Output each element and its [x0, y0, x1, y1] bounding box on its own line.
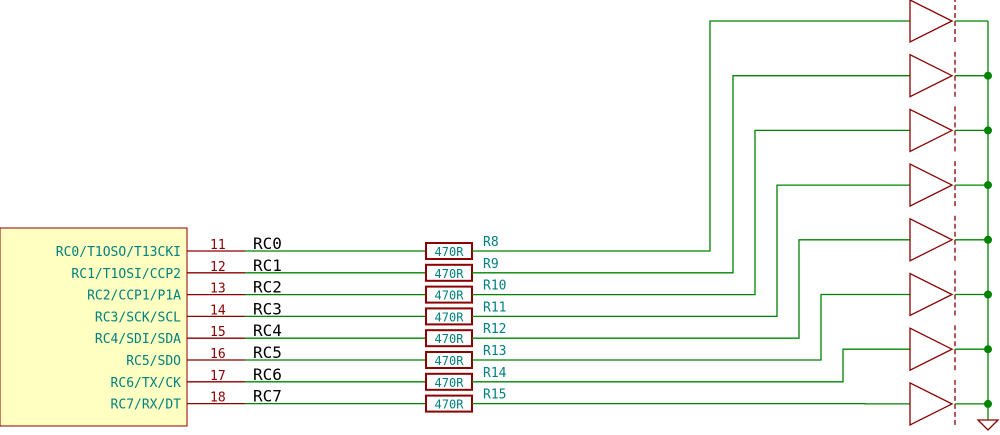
wire-segment: [472, 293, 910, 361]
net-label: RC5: [253, 343, 282, 362]
wire-segment: [472, 20, 910, 252]
led-diode: [909, 0, 988, 45]
resistor-ref-label: R8: [483, 235, 499, 250]
led-diode: [909, 51, 992, 100]
ic-body: [0, 227, 188, 427]
pin-number-label: 13: [210, 282, 226, 297]
wire-segment: [472, 75, 910, 274]
pin-name-label: RC5/SDO: [126, 354, 181, 369]
led-diode: [909, 379, 992, 428]
pin-row: RC6/TX/CK 17 RC6 470R R14: [111, 348, 910, 391]
pin-number-label: 17: [210, 369, 226, 384]
ground-symbol: [976, 404, 1000, 431]
net-label: RC1: [253, 256, 282, 275]
pin-name-label: RC0/T1OSO/T13CKI: [56, 245, 181, 260]
pin-number-label: 16: [210, 347, 226, 362]
pin-row: RC5/SDO 16 RC5 470R R13: [126, 293, 910, 369]
led-diode: [909, 325, 992, 374]
resistor-ref-label: R12: [483, 322, 506, 337]
pin-row: RC3/SCK/SCL 14 RC3 470R R11: [95, 184, 910, 326]
diode-triangle: [909, 0, 954, 44]
led-diode: [909, 161, 992, 210]
resistor-value-label: 470R: [435, 332, 465, 346]
pin-number-label: 11: [210, 238, 226, 253]
pin-row: RC7/RX/DT 18 RC7 470R R15: [111, 387, 910, 413]
diode-triangle: [909, 217, 954, 262]
resistor-value-label: 470R: [435, 354, 465, 368]
pin-name-label: RC4/SDI/SDA: [95, 332, 181, 347]
pin-name-label: RC2/CCP1/P1A: [87, 289, 181, 304]
resistor-value-label: 470R: [435, 310, 465, 324]
diode-triangle: [909, 381, 954, 426]
pin-name-label: RC1/T1OSI/CCP2: [71, 267, 181, 282]
wire-segment: [472, 129, 910, 296]
net-label: RC2: [253, 278, 282, 297]
resistor-ref-label: R14: [483, 366, 507, 381]
net-label: RC7: [253, 387, 282, 406]
pin-row: RC0/T1OSO/T13CKI 11 RC0 470R R8: [56, 20, 910, 260]
pin-name-label: RC3/SCK/SCL: [95, 310, 181, 325]
net-label: RC3: [253, 299, 282, 318]
pin-row: RC2/CCP1/P1A 13 RC2 470R R10: [87, 129, 910, 304]
wire-segment: [472, 348, 910, 383]
led-diode: [909, 215, 992, 264]
led-array: [909, 0, 992, 428]
pin-number-label: 15: [210, 325, 226, 340]
led-diode: [909, 270, 992, 319]
diode-triangle: [909, 53, 954, 98]
pin-number-label: 12: [210, 260, 226, 275]
led-diode: [909, 106, 992, 155]
pin-name-label: RC6/TX/CK: [111, 376, 182, 391]
resistor-ref-label: R15: [483, 388, 506, 403]
pin-name-label: RC7/RX/DT: [111, 398, 182, 413]
resistor-value-label: 470R: [435, 398, 465, 412]
resistor-value-label: 470R: [435, 267, 465, 281]
pin-number-label: 18: [210, 391, 226, 406]
net-label: RC4: [253, 321, 282, 340]
resistor-ref-label: R10: [483, 279, 506, 294]
diode-triangle: [909, 272, 954, 317]
resistor-value-label: 470R: [435, 245, 465, 259]
resistor-ref-label: R13: [483, 344, 506, 359]
pin-number-label: 14: [210, 303, 226, 318]
diode-triangle: [909, 327, 954, 372]
diode-triangle: [909, 108, 954, 153]
net-label: RC6: [253, 365, 282, 384]
wire-segment: [472, 239, 910, 339]
resistor-ref-label: R11: [483, 300, 506, 315]
diode-triangle: [909, 163, 954, 208]
pin-row: RC4/SDI/SDA 15 RC4 470R R12: [95, 239, 910, 348]
pin-row: RC1/T1OSI/CCP2 12 RC1 470R R9: [71, 75, 910, 282]
resistor-value-label: 470R: [435, 376, 465, 390]
resistor-value-label: 470R: [435, 289, 465, 303]
wire-segment: [472, 184, 910, 318]
net-label: RC0: [253, 234, 282, 253]
resistor-ref-label: R9: [483, 257, 499, 272]
